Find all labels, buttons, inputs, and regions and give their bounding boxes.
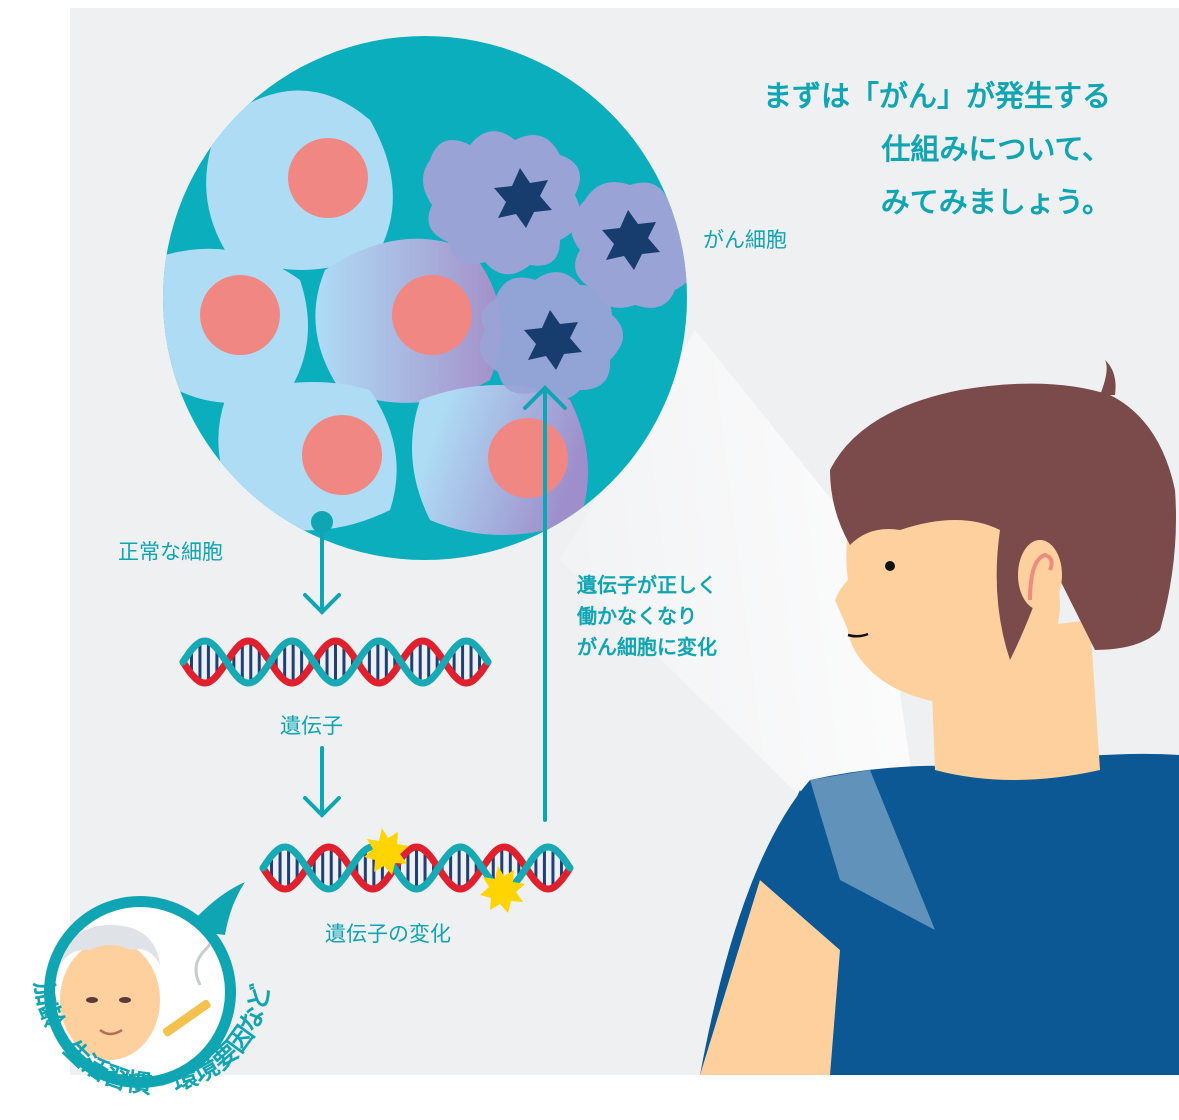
nucleus: [302, 415, 382, 495]
gene-arrow-2: [303, 746, 341, 818]
dna-strand: [179, 637, 492, 687]
headline-line: 仕組みについて、: [881, 132, 1111, 166]
normal-cell-label: 正常な細胞: [118, 540, 223, 564]
gene-arrow-1: [303, 511, 341, 615]
headline: まずは「がん」が発生する 仕組みについて、 みてみましょう。: [763, 70, 1111, 229]
gene-change-label: 遺伝子の変化: [325, 922, 451, 946]
mutation-burst: [364, 828, 409, 875]
headline-line: みてみましょう。: [880, 185, 1111, 219]
transformation-arrow: [523, 385, 567, 822]
explanation-line: 遺伝子が正しく: [577, 573, 717, 597]
nucleus: [200, 275, 280, 355]
dna-normal: [179, 637, 492, 687]
dna-strand: [259, 843, 574, 893]
headline-line: まずは「がん」が発生する: [762, 79, 1111, 113]
explanation-line: がん細胞に変化: [577, 635, 717, 659]
nucleus: [288, 138, 368, 218]
gene-label: 遺伝子: [280, 714, 343, 738]
person-illustration: [700, 360, 1179, 1075]
explanation-line: 働かなくなり: [577, 604, 697, 628]
cancer-nucleus: [494, 168, 552, 228]
explanation-text: 遺伝子が正しく 働かなくなり がん細胞に変化: [577, 570, 717, 663]
factors-bubble: [44, 882, 245, 1088]
dna-strand: [259, 843, 574, 893]
dna-strand: [179, 637, 492, 687]
mutation-burst: [480, 866, 525, 913]
dna-mutated: [259, 843, 574, 893]
cancer-nucleus: [602, 210, 660, 270]
nucleus: [488, 418, 568, 498]
nucleus: [392, 275, 472, 355]
cancer-cell: [422, 131, 580, 275]
cancer-cell-label: がん細胞: [703, 228, 787, 252]
cancer-nucleus: [524, 310, 582, 370]
